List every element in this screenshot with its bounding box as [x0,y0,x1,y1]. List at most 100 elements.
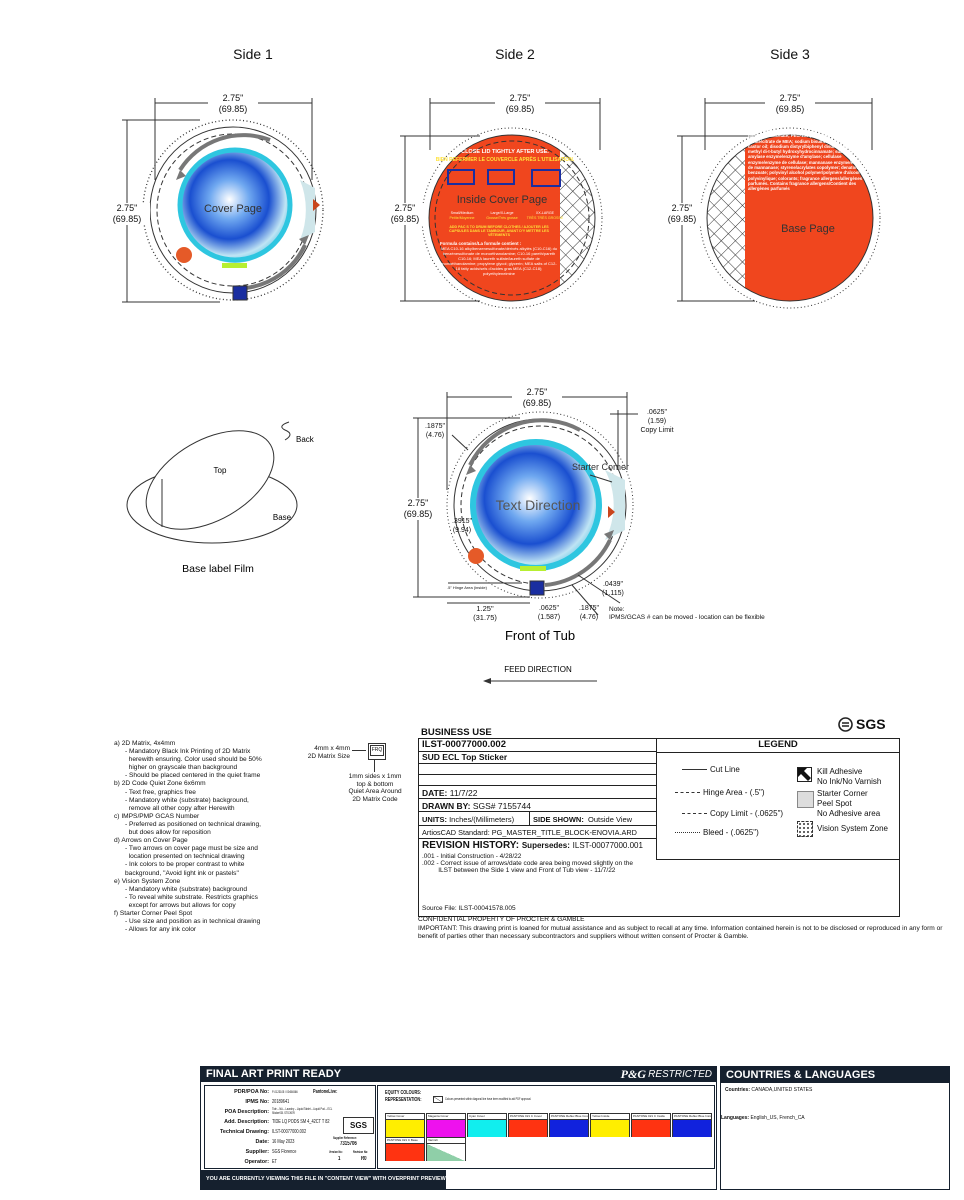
tub-small-icon [447,169,475,185]
side2-headline-en: CLOSE LID TIGHTLY AFTER USE. [461,149,549,155]
countries-row: Countries: CANADA,UNITED STATES [725,1087,813,1093]
revision-history: REVISION HISTORY: Supersedes: ILST-00077… [422,840,643,851]
countries-title: COUNTRIES & LANGUAGES [721,1067,949,1083]
side2-title: Side 2 [495,46,535,62]
drawings-canvas: Cover Page CLOSE LID TIGHTLY AFTER USE. … [122,98,881,684]
child-lock-icon [468,548,484,564]
tub-xxlarge-icon [531,169,561,187]
legend-title: LEGEND [657,739,899,753]
swatch-label: PANTONE Reflex Blue Inside [673,1114,711,1120]
business-use-label: BUSINESS USE [421,727,492,738]
side2-drawing: CLOSE LID TIGHTLY AFTER USE. BIEN REFERM… [400,98,603,309]
legend-copy: Copy Limit - (.0625") [710,809,784,818]
final-art-block: FINAL ART PRINT READY P&G RESTRICTED PDR… [200,1066,717,1190]
important-notice: IMPORTANT: This drawing print is loaned … [418,925,943,940]
swatch-label: Cyan Cover [468,1114,506,1120]
tab-arrow-icon [608,506,615,518]
legend: LEGEND Cut Line Hinge Area - (.5") Copy … [656,738,900,860]
side-shown-cell: SIDE SHOWN: Outside View [529,812,656,825]
restricted-label: RESTRICTED [648,1069,712,1080]
cut-line-swatch [682,769,707,770]
swatch-fill [427,1144,465,1161]
tub-large-icon [487,169,515,185]
confidential-label: CONFIDENTIAL PROPERTY OF PROCTER & GAMBL… [418,916,585,923]
dim-d5: .0625"(1.587) [537,605,561,621]
bleed-swatch [675,832,700,833]
swatch-label: PANTONE 021 C Inside [632,1114,670,1120]
swatch-fill [427,1120,465,1137]
sgs-logo-text: SGS [856,716,886,732]
swatch-label: PANTONE 021 C Base [386,1138,424,1144]
side2-formula: MEA C10-16 alkylbenzenesulfonate/dérivés… [440,245,558,276]
film-top-label: Top [214,466,227,475]
sgs-logo: SGS [838,716,886,732]
colour-swatch: Cyan Cover [467,1113,507,1137]
title-block: ILST-00077000.002 SUD ECL Top Sticker DA… [418,738,900,917]
source-file: Source File: ILST-00041578.005 [422,905,516,912]
dim-d6: .1875"(4.76) [578,605,599,621]
arrow-left-icon [483,678,491,684]
legend-bleed: Bleed - (.0625") [703,828,759,837]
side3-formula: alkoxylated polyethyleneimine alcoxylée;… [748,128,867,192]
colour-swatch: Varnish [426,1137,466,1161]
svg-text:Petite/Moyenne: Petite/Moyenne [450,216,475,220]
ilst-number: ILST-00077000.002 [419,739,657,752]
colour-swatch: PANTONE Reflex Blue Inside [672,1113,712,1137]
swatch-fill [386,1120,424,1137]
front-width-dim: 2.75"(69.85) [512,387,562,409]
colour-swatch: Magenta Cover [426,1113,466,1137]
swatch-label: Magenta Cover [427,1114,465,1120]
legend-hinge: Hinge Area - (.5") [703,788,765,797]
pg-logo: P&G [620,1067,646,1081]
back-arrow-icon [281,421,291,441]
swatch-label: Yellow Cover [386,1114,424,1120]
child-lock-icon [176,247,192,263]
quiet-area-label: 1mm sides x 1mm top & bottom Quiet Area … [348,773,402,803]
sgs-badge: SGS [343,1117,374,1134]
2d-matrix-code [529,580,545,596]
starter-corner-swatch [797,791,814,808]
colour-swatch: PANTONE Reflex Blue Cover [549,1113,589,1137]
equity-colours: EQUITY COLOURS: REPRESENTATION: Colours … [377,1085,715,1169]
dim-d2-copy-limit: .0625"(1.59)Copy Limit [640,409,674,434]
colour-swatch: Yellow Inside [590,1113,630,1137]
dim-d4: 1.25"(31.75) [473,604,497,622]
swatch-fill [386,1144,424,1161]
colour-swatch: PANTONE 021 C Base [385,1137,425,1161]
side3-label: Base Page [781,223,835,235]
kill-adhesive-icon [797,767,812,782]
drawn-by-row: DRAWN BY: SGS# 7155744 [419,799,657,812]
drawing-name: SUD ECL Top Sticker [419,752,657,764]
languages-row: Languages: English_US, French_CA [721,1115,805,1121]
dim-d3: .3915"(9.94) [451,518,472,534]
feed-direction-label: FEED DIRECTION [504,665,572,674]
side3-drawing: alkoxylated polyethyleneimine alcoxylée;… [677,98,881,309]
side2-width-dim: 2.75"(69.85) [495,93,545,115]
swatch-label: PANTONE 021 C Cover [509,1114,547,1120]
legend-starter: Starter Corner Peel Spot No Adhesive are… [817,789,881,818]
blank-row [419,764,657,775]
swatch-fill [509,1120,547,1137]
side1-title: Side 1 [233,46,273,62]
swatch-fill [550,1120,588,1137]
swatch-fill [673,1120,711,1137]
front-of-tub-drawing: Text Direction Starter Corner Front of T… [413,392,638,643]
copy-limit-swatch [682,813,707,814]
swatch-fill [632,1120,670,1137]
diagonal-line-icon [433,1096,443,1103]
colour-swatch: PANTONE 021 C Cover [508,1113,548,1137]
sgs-logo-icon [838,716,853,732]
2d-matrix-icon: FRQ [368,743,386,760]
side3-title: Side 3 [770,46,810,62]
side2-formula-title: Formula contains/La formule contient : [440,240,522,246]
side1-drawing: Cover Page [122,98,324,303]
swatch-label: Varnish [427,1138,465,1144]
svg-text:TRÈS TRÈS GROSSE: TRÈS TRÈS GROSSE [527,215,564,220]
legend-cut: Cut Line [710,765,740,774]
front-note: Note:IPMS/GCAS # can be moved - location… [609,606,765,621]
base-label-film-diagram: Top Back Base Base label Film [126,421,315,575]
vision-zone-swatch [797,821,813,837]
dim-d7: .0439"(1.115) [602,581,624,597]
artios-standard: ArtiosCAD Standard: PG_MASTER_TITLE_BLOC… [419,826,657,839]
